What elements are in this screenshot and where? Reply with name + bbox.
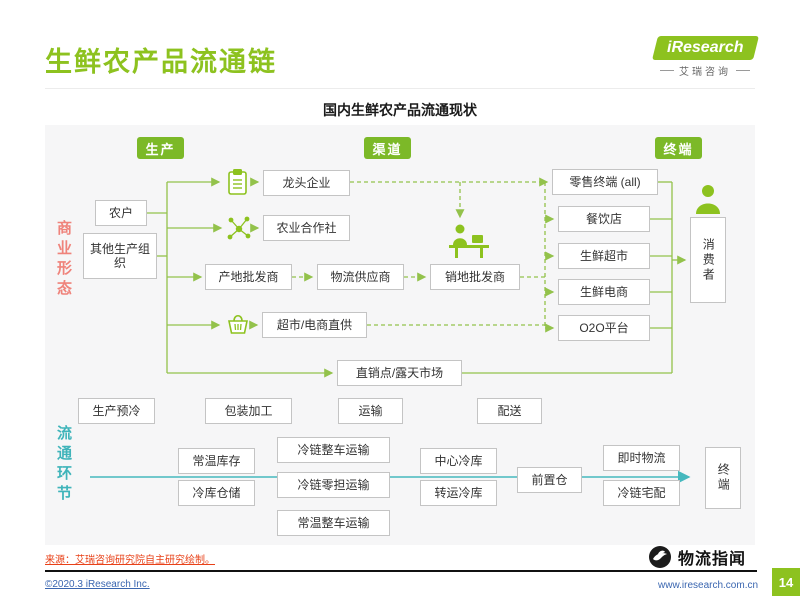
iresearch-logo-cn: 艾瑞咨询 bbox=[650, 63, 760, 78]
diagram-title: 国内生鲜农产品流通现状 bbox=[323, 102, 477, 118]
node-instant-logistics: 即时物流 bbox=[603, 445, 680, 471]
bird-logo-icon bbox=[649, 546, 671, 568]
node-retail-terminal: 零售终端 (all) bbox=[552, 169, 658, 195]
page-title: 生鲜农产品流通链 bbox=[45, 47, 277, 77]
source-note[interactable]: 来源：艾瑞咨询研究院自主研究绘制。 bbox=[45, 555, 215, 566]
node-front-warehouse: 前置仓 bbox=[517, 467, 582, 493]
node-cold-home-delivery: 冷链宅配 bbox=[603, 480, 680, 506]
node-o2o-platform: O2O平台 bbox=[558, 315, 650, 341]
node-transport: 运输 bbox=[338, 398, 403, 424]
node-normal-truck: 常温整车运输 bbox=[277, 510, 390, 536]
website-link[interactable]: www.iresearch.com.cn bbox=[658, 580, 759, 591]
basket-icon bbox=[228, 314, 248, 334]
node-logistics-supplier: 物流供应商 bbox=[317, 264, 404, 290]
copyright-link[interactable]: ©2020.3 iResearch Inc. bbox=[45, 579, 150, 590]
node-direct-supply: 超市/电商直供 bbox=[262, 312, 367, 338]
stage-terminal: 终端 bbox=[655, 137, 702, 159]
node-restaurant: 餐饮店 bbox=[558, 206, 650, 232]
node-direct-sales: 直销点/露天市场 bbox=[337, 360, 462, 386]
node-central-cold-storage: 中心冷库 bbox=[420, 448, 497, 474]
node-cold-warehouse: 冷库仓储 bbox=[178, 480, 255, 506]
stage-channel: 渠道 bbox=[364, 137, 411, 159]
node-leading-enterprise: 龙头企业 bbox=[263, 170, 350, 196]
partner-logo-text: 物流指闻 bbox=[678, 551, 747, 568]
clipboard-icon bbox=[228, 169, 247, 195]
node-terminal: 终端 bbox=[705, 447, 741, 509]
node-consumer: 消费者 bbox=[690, 217, 726, 303]
footer-divider bbox=[45, 570, 757, 572]
iresearch-logo-text: iResearch bbox=[666, 39, 744, 56]
node-precooling: 生产预冷 bbox=[78, 398, 155, 424]
diagram-panel: 生产 渠道 终端 商业形态 流通环节 bbox=[45, 125, 755, 545]
node-transfer-cold-storage: 转运冷库 bbox=[420, 480, 497, 506]
stage-production: 生产 bbox=[137, 137, 184, 159]
iresearch-logo-flag: iResearch bbox=[651, 36, 759, 60]
node-destination-wholesaler: 销地批发商 bbox=[430, 264, 520, 290]
side-label-business: 商业形态 bbox=[55, 220, 72, 300]
node-origin-wholesaler: 产地批发商 bbox=[205, 264, 292, 290]
node-packaging: 包装加工 bbox=[205, 398, 292, 424]
partner-logo: 物流指闻 bbox=[648, 545, 746, 569]
node-farmer: 农户 bbox=[95, 200, 147, 226]
wholesaler-desk-icon bbox=[449, 224, 489, 258]
side-label-circulation: 流通环节 bbox=[55, 425, 72, 505]
node-normal-storage: 常温库存 bbox=[178, 448, 255, 474]
consumer-icon bbox=[696, 185, 720, 214]
node-fresh-ecommerce: 生鲜电商 bbox=[558, 279, 650, 305]
node-delivery: 配送 bbox=[477, 398, 542, 424]
node-cooperative: 农业合作社 bbox=[263, 215, 350, 241]
node-cold-chain-ltl: 冷链零担运输 bbox=[277, 472, 390, 498]
page-number: 14 bbox=[772, 568, 800, 596]
iresearch-logo: iResearch 艾瑞咨询 bbox=[650, 36, 760, 78]
node-cold-chain-truck: 冷链整车运输 bbox=[277, 437, 390, 463]
network-icon bbox=[227, 216, 251, 240]
node-other-org: 其他生产组织 bbox=[83, 233, 157, 279]
node-fresh-supermarket: 生鲜超市 bbox=[558, 243, 650, 269]
header-divider bbox=[45, 88, 755, 89]
